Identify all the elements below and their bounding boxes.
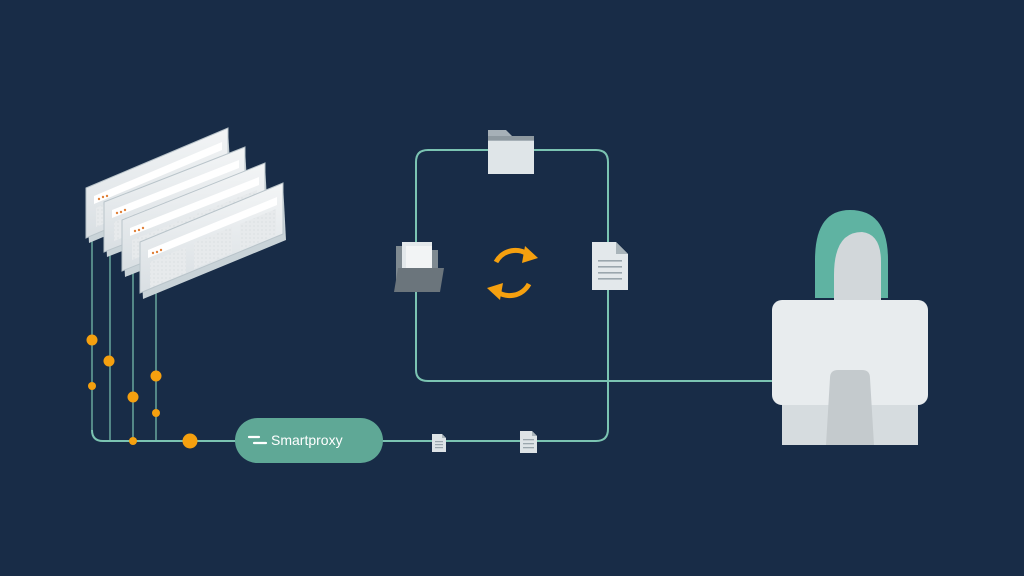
browser-window-stack bbox=[85, 127, 286, 299]
document-icon bbox=[592, 242, 628, 290]
person-at-computer-icon bbox=[772, 210, 928, 445]
monitor-stand bbox=[826, 370, 874, 445]
rail-to-proxy bbox=[91, 429, 238, 442]
processing-loop bbox=[382, 149, 780, 442]
smartproxy-pill bbox=[235, 418, 383, 463]
person-face bbox=[834, 232, 881, 300]
data-dot bbox=[129, 437, 137, 445]
data-dot bbox=[127, 391, 139, 403]
data-dot bbox=[150, 370, 162, 382]
data-dot bbox=[88, 382, 96, 390]
monitor-back bbox=[772, 300, 928, 405]
file-icon bbox=[432, 434, 446, 452]
open-folder-icon bbox=[394, 242, 444, 292]
data-dot bbox=[152, 409, 160, 417]
data-dot bbox=[103, 355, 115, 367]
smartproxy-logo-icon bbox=[247, 435, 268, 445]
smartproxy-label: Smartproxy bbox=[271, 432, 343, 448]
data-dots bbox=[86, 334, 198, 449]
refresh-cycle-icon bbox=[487, 246, 538, 300]
folder-icon bbox=[488, 130, 534, 174]
smartproxy-node: Smartproxy bbox=[235, 418, 383, 463]
file-icon bbox=[520, 431, 537, 453]
data-dot bbox=[86, 334, 98, 346]
browser-window-icon bbox=[139, 182, 286, 299]
data-dot bbox=[182, 433, 198, 449]
